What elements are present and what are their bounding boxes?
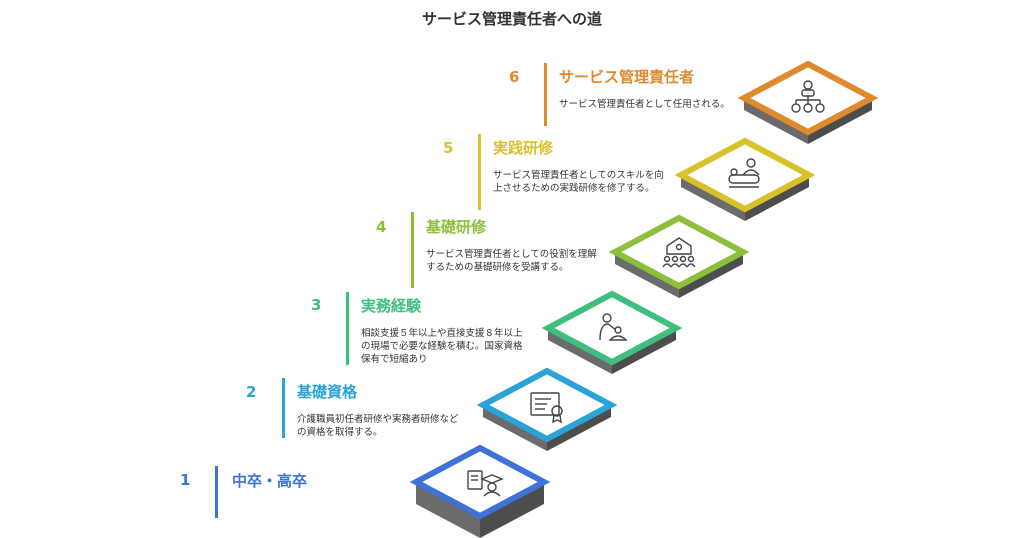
step-4-title: 基礎研修	[426, 218, 487, 236]
step-4-description: サービス管理責任者としての役割を理解するための基礎研修を受講する。	[426, 249, 597, 273]
step-6-description: サービス管理責任者として任用される。	[559, 99, 730, 110]
step-2-title: 基礎資格	[297, 383, 358, 401]
step-1-title: 中卒・高卒	[232, 472, 308, 490]
step-1-number: 1	[180, 471, 191, 489]
stair-top	[608, 214, 750, 290]
step-4-bar	[411, 212, 414, 288]
stair-step-4	[608, 214, 750, 298]
caregiver-icon	[599, 313, 628, 341]
stair-riser-left	[416, 482, 480, 538]
step-3-title: 実務経験	[361, 297, 422, 315]
graduate-document-icon	[467, 470, 504, 497]
diagram-title: サービス管理責任者への道	[421, 10, 602, 28]
hierarchy-icon	[791, 80, 825, 113]
stair-riser-right	[480, 482, 544, 538]
step-5-bar	[478, 134, 481, 210]
stair-step-6	[737, 60, 879, 144]
step-4-number: 4	[376, 218, 387, 236]
step-6-title: サービス管理責任者	[559, 68, 695, 86]
stair-top	[541, 290, 683, 366]
step-3-number: 3	[311, 296, 322, 314]
step-5-number: 5	[443, 139, 454, 157]
step-3-bar	[346, 292, 349, 365]
step-2-bar	[282, 378, 285, 438]
stair-step-5	[674, 137, 816, 221]
step-2-number: 2	[246, 383, 257, 401]
step-1-bar	[215, 466, 218, 518]
stair-step-1	[409, 444, 551, 538]
classroom-icon	[662, 237, 696, 268]
step-6-number: 6	[509, 68, 520, 86]
step-5-title: 実践研修	[493, 139, 554, 157]
certificate-icon	[530, 392, 563, 424]
stair-step-2	[476, 367, 618, 451]
step-2-description: 介護職員初任者研修や実務者研修などの資格を取得する。	[297, 414, 459, 438]
care-practice-icon	[728, 158, 760, 188]
step-3-description: 相談支援５年以上や直接支援８年以上の現場で必要な経験を積む。国家資格保有で短縮あ…	[361, 328, 523, 365]
stair-top	[409, 444, 551, 520]
step-5-description: サービス管理責任者としてのスキルを向上させるための実践研修を修了する。	[493, 170, 664, 194]
stair-top	[476, 367, 618, 443]
stair-step-3	[541, 290, 683, 374]
step-6-bar	[544, 63, 547, 126]
